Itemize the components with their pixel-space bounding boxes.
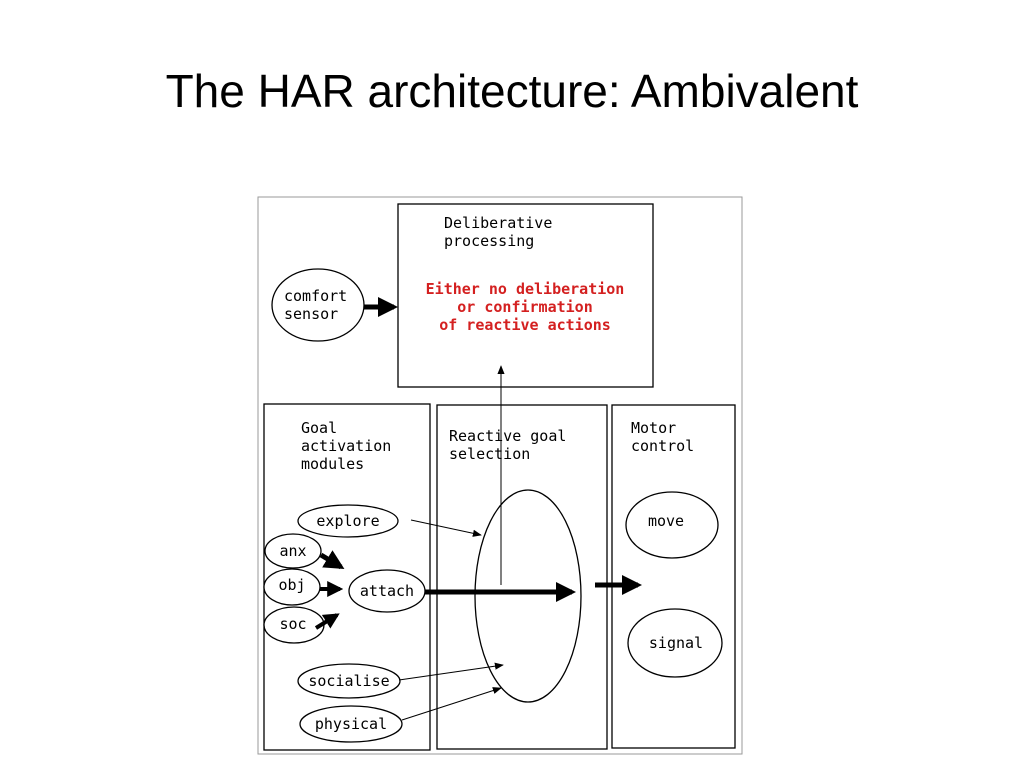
- explore-to-selection-arrow: [410, 519, 482, 537]
- obj-label: obj: [278, 576, 305, 594]
- soc-label: soc: [279, 615, 306, 633]
- comfort-sensor-node: comfort sensor: [271, 268, 365, 342]
- signal-label: signal: [649, 634, 703, 652]
- anx-node: anx: [264, 533, 322, 569]
- attach-label: attach: [360, 582, 414, 600]
- deliberative-note-line-2: or confirmation: [457, 298, 592, 316]
- physical-label: physical: [315, 715, 387, 733]
- socialise-to-selection-arrow: [398, 662, 504, 681]
- attach-node: attach: [348, 569, 426, 613]
- soc-to-attach-arrow: [314, 613, 340, 630]
- anx-to-attach-arrow: [319, 550, 345, 570]
- socialise-label: socialise: [308, 672, 389, 690]
- comfort-sensor-line-1: comfort: [284, 287, 347, 305]
- move-node: move: [625, 491, 719, 559]
- deliberative-processing-box: Deliberative processing Either no delibe…: [397, 203, 654, 388]
- obj-node: obj: [263, 568, 321, 606]
- physical-to-selection-arrow: [401, 687, 502, 721]
- comfort-sensor-line-2: sensor: [284, 305, 338, 323]
- reactive-selection-box: Reactive goal selection: [436, 404, 608, 750]
- reactive-heading-line-1: Reactive goal: [449, 427, 566, 445]
- motor-heading-line-2: control: [631, 437, 694, 455]
- socialise-node: socialise: [297, 663, 401, 699]
- goal-heading-line-1: Goal: [301, 419, 337, 437]
- deliberative-note-line-3: of reactive actions: [439, 316, 611, 334]
- motor-control-box: Motor control: [611, 404, 736, 749]
- reactive-selection-ellipse: [474, 489, 582, 703]
- slide-title: The HAR architecture: Ambivalent: [165, 65, 859, 117]
- explore-label: explore: [316, 512, 379, 530]
- move-label: move: [648, 512, 684, 530]
- physical-node: physical: [299, 705, 403, 743]
- motor-heading-line-1: Motor: [631, 419, 676, 437]
- goal-heading-line-2: activation: [301, 437, 391, 455]
- deliberative-heading-line-1: Deliberative: [444, 214, 552, 232]
- explore-node: explore: [297, 504, 399, 538]
- anx-label: anx: [279, 542, 306, 560]
- deliberative-note-line-1: Either no deliberation: [426, 280, 625, 298]
- deliberative-heading-line-2: processing: [444, 232, 534, 250]
- signal-node: signal: [627, 608, 723, 678]
- reactive-heading-line-2: selection: [449, 445, 530, 463]
- soc-node: soc: [263, 606, 325, 644]
- goal-heading-line-3: modules: [301, 455, 364, 473]
- goal-activation-box: Goal activation modules: [263, 403, 431, 751]
